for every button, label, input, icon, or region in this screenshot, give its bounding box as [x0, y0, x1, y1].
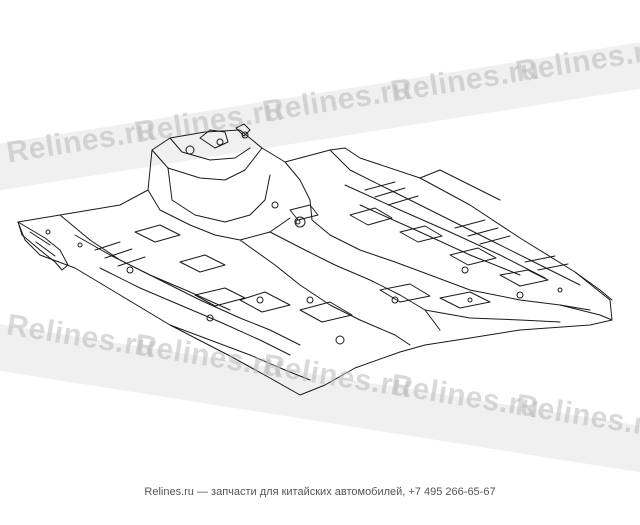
footer-caption: Relines.ru — запчасти для китайских авто…: [0, 486, 640, 498]
footer-tagline: — запчасти для китайских автомобилей, +7…: [193, 486, 496, 498]
footer-site-link[interactable]: Relines.ru: [144, 486, 194, 498]
